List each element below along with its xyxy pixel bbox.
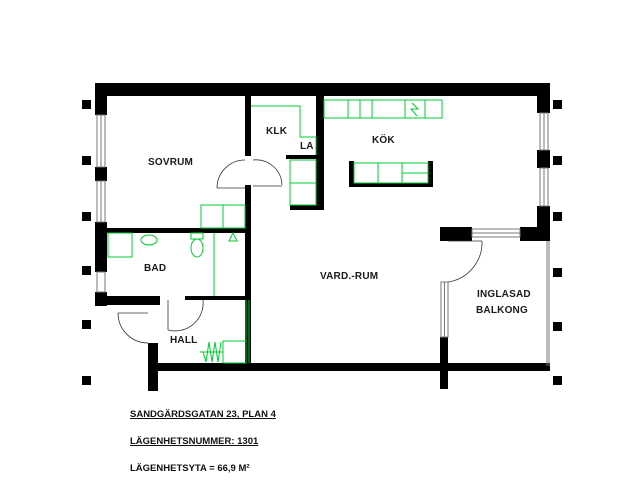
room-label-inglasad: INGLASAD <box>477 289 531 300</box>
room-label-vardrum: VARD.-RUM <box>320 271 379 282</box>
room-label-kok: KÖK <box>372 135 395 146</box>
walls <box>95 83 550 391</box>
apartment-area-text: LÄGENHETSYTA = 66,9 M² <box>130 463 250 474</box>
room-label-klk: KLK <box>266 126 288 137</box>
room-label-bad: BAD <box>144 263 167 274</box>
address-text: SANDGÄRDSGATAN 23, PLAN 4 <box>130 409 276 420</box>
room-label-hall: HALL <box>170 335 198 346</box>
column-markers <box>82 100 562 385</box>
room-label-sovrum: SOVRUM <box>148 157 194 168</box>
windows <box>96 112 550 366</box>
fixtures <box>107 99 443 364</box>
room-label-la: LA <box>300 141 314 152</box>
doors <box>117 159 483 344</box>
apartment-number-text: LÄGENHETSNUMMER: 1301 <box>130 436 259 447</box>
room-label-balkong: BALKONG <box>476 305 528 316</box>
